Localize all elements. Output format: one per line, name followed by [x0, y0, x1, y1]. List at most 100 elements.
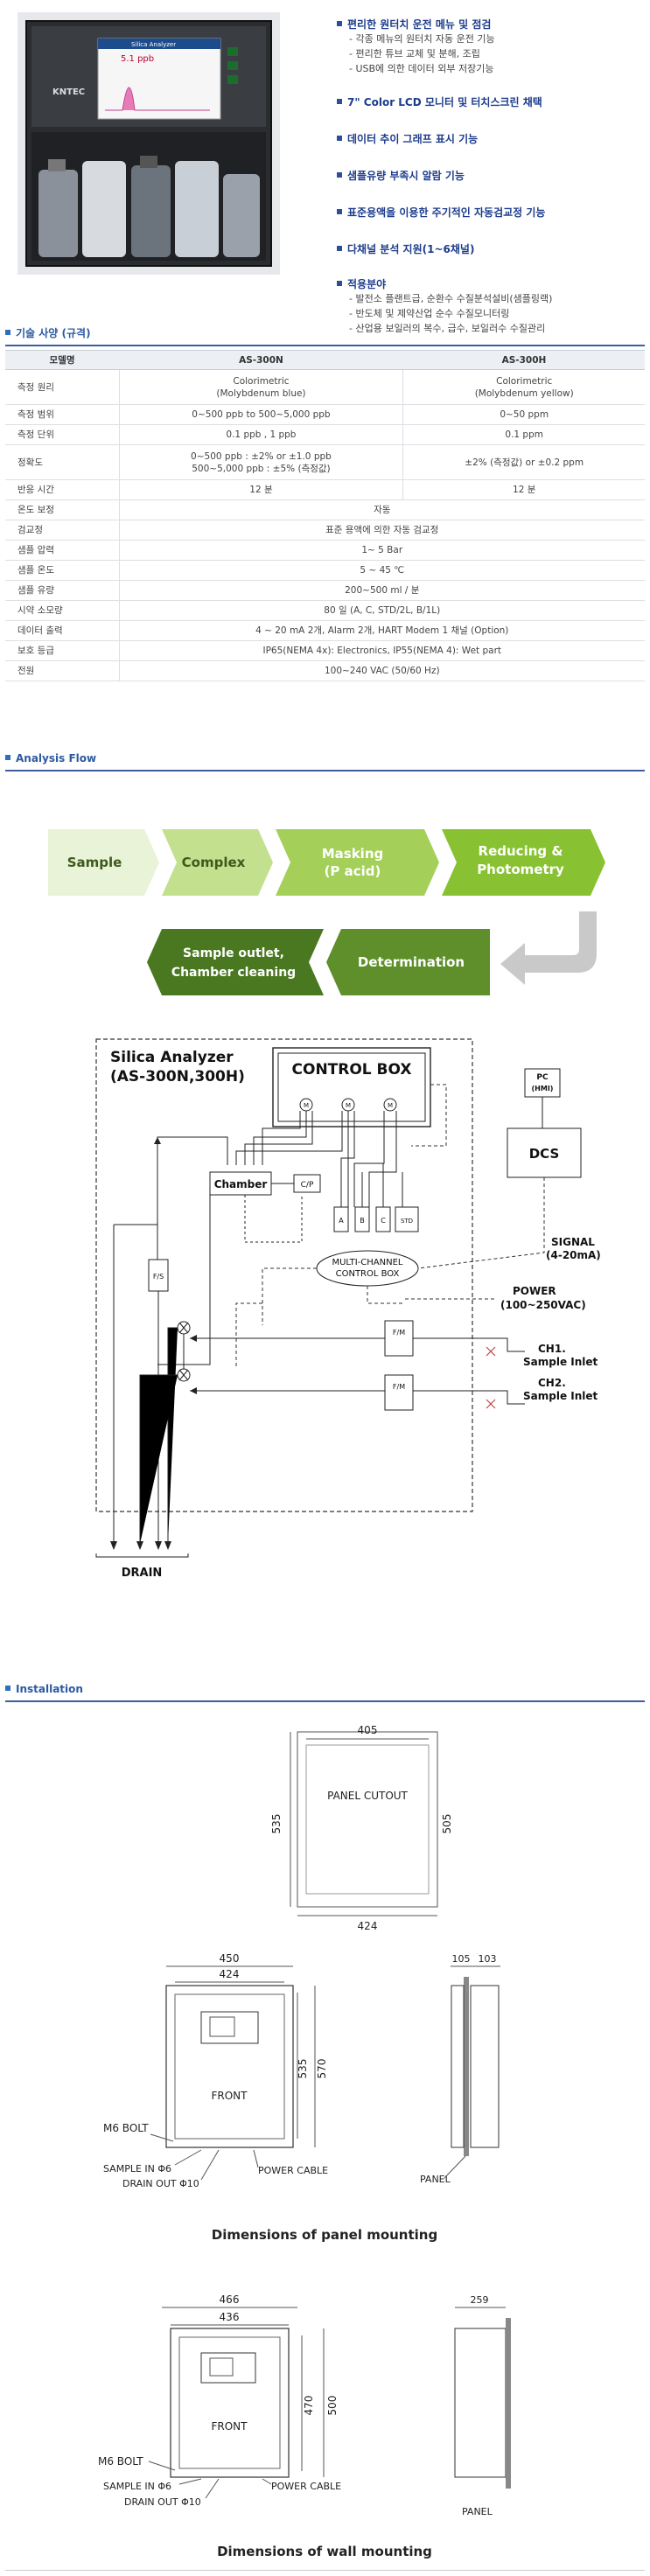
column-header: 모델명 [5, 350, 119, 370]
flow-step-reducing-sub: Photometry [477, 862, 564, 877]
spec-label-cell: 측정 단위 [5, 424, 119, 445]
spec-label-cell: 샘플 유량 [5, 580, 119, 601]
system-diagram-svg: Silica Analyzer (AS-300N,300H) CONTROL B… [95, 1038, 601, 1580]
flow-section-title: Analysis Flow [16, 752, 97, 764]
panel-side-width-1: 105 [452, 1953, 471, 1965]
panel-enclosure-side [470, 1985, 500, 2148]
spec-value-cell: 1~ 5 Bar [118, 540, 645, 561]
spec-label-cell: 샘플 온도 [5, 560, 119, 581]
install-section-header: Installation [5, 1679, 645, 1702]
multi-channel-sub: CONTROL BOX [336, 1269, 400, 1279]
feature-sub: - 산업용 보일러의 복수, 급수, 보일러수 수질관리 [349, 323, 546, 334]
spec-label-cell: 반응 시간 [5, 479, 119, 500]
spec-value-cell: 12 분 [118, 479, 403, 500]
spec-value-cell: ±2% (측정값) or ±0.2 ppm [402, 444, 645, 480]
column-header: AS-300H [402, 350, 645, 370]
spec-label-cell: 측정 원리 [5, 369, 119, 405]
chamber-label: Chamber [214, 1178, 268, 1190]
spec-label-cell: 정확도 [5, 444, 119, 480]
power-cable-label: POWER CABLE [258, 2165, 328, 2176]
reagent-std-bottle [395, 1206, 419, 1232]
panel-enclosure-front [165, 1985, 294, 2148]
spec-label-cell: 측정 범위 [5, 404, 119, 425]
arrow-left-icon [190, 1335, 197, 1342]
installation-drawings: PANEL CUTOUT 405 535 505 424 450 424 FRO… [0, 1706, 650, 2572]
motor-icon [383, 1098, 397, 1112]
power-sub: (100~250VAC) [500, 1299, 586, 1311]
bullet-square-icon [5, 330, 10, 335]
analysis-flow-svg: Sample Complex Masking (P acid) Reducing… [48, 829, 605, 995]
feature-sub: - USB에 의한 데이터 외부 저장기능 [349, 63, 494, 74]
flow-step-complex-label: Complex [182, 855, 246, 870]
feature-item: 다채널 분석 지원(1~6채널) [337, 242, 643, 256]
spec-value-cell: 4 ~ 20 mA 2개, Alarm 2개, HART Modem 1 채널 … [118, 620, 645, 641]
analyzer-model: (AS-300N,300H) [110, 1068, 245, 1086]
bullet-square-icon [337, 21, 342, 26]
panel-front-label: FRONT [212, 2090, 248, 2102]
spec-value-cell: 200~500 ml / 분 [118, 580, 645, 601]
reagent-label: A [339, 1217, 344, 1225]
flow-step-complex [162, 829, 273, 896]
flow-section-header: Analysis Flow [5, 749, 645, 771]
reagent-a-bottle [333, 1206, 349, 1232]
flow-step-sample [48, 829, 159, 896]
spec-value-cell: 0.1 ppb , 1 ppb [118, 424, 403, 445]
feature-item: 샘플유량 부족시 알람 기능 [337, 169, 643, 183]
spec-value-cell: 5 ~ 45 ℃ [118, 560, 645, 581]
spec-value-cell: IP65(NEMA 4x): Electronics, IP55(NEMA 4)… [118, 640, 645, 661]
flow-step-masking-sub: (P acid) [325, 863, 381, 879]
analysis-flow: Sample Complex Masking (P acid) Reducing… [0, 813, 650, 1023]
panel-side-width-2: 103 [479, 1953, 497, 1965]
spec-value-cell: Colorimetric (Molybdenum blue) [118, 369, 403, 405]
wall-m6-bolt-label: M6 BOLT [98, 2455, 143, 2468]
flow-step-masking-label: Masking [322, 846, 384, 862]
flow-step-determination-label: Determination [358, 954, 465, 970]
wall-enclosure-front [170, 2328, 290, 2478]
feature-item: 편리한 원터치 운전 메뉴 및 점검 - 각종 메뉴의 원터치 자동 운전 기능… [337, 17, 643, 76]
bullet-square-icon [5, 1686, 10, 1691]
flow-step-masking [276, 829, 439, 896]
wall-sample-in-label: SAMPLE IN Φ6 [103, 2481, 171, 2492]
pc-box [524, 1068, 561, 1098]
wall-panel-label: PANEL [462, 2506, 493, 2517]
spec-value-cell: 자동 [118, 499, 645, 520]
spec-value-cell: 0~50 ppm [402, 404, 645, 425]
analyzer-title: Silica Analyzer [110, 1049, 234, 1066]
wall-width-outer: 466 [220, 2293, 240, 2306]
panel-display-window [200, 2011, 259, 2044]
signal-label: SIGNAL [551, 1236, 595, 1248]
flow-step-outlet-sub: Chamber cleaning [171, 966, 296, 980]
spec-label-cell: 샘플 압력 [5, 540, 119, 561]
brand-label: KNTEC [52, 87, 85, 97]
feature-item: 데이터 추이 그래프 표시 기능 [337, 132, 643, 146]
wall-front-label: FRONT [212, 2420, 248, 2433]
spec-label-cell: 보호 등급 [5, 640, 119, 661]
wall-height-outer: 500 [326, 2396, 339, 2416]
chamber-box [209, 1171, 272, 1196]
feature-sub: - 편리한 튜브 교체 및 분해, 조립 [349, 48, 480, 59]
feature-title: 다채널 분석 지원(1~6채널) [347, 243, 475, 255]
arrow-down-icon [155, 1541, 162, 1550]
feature-sub: - 반도체 및 제약산업 순수 수질모니터링 [349, 308, 510, 319]
system-diagram: Silica Analyzer (AS-300N,300H) CONTROL B… [0, 1032, 650, 1601]
bottom-divider [5, 2570, 645, 2571]
feature-title: 적용분야 [347, 278, 387, 290]
feature-title: 표준용액을 이용한 주기적인 자동검교정 기능 [347, 206, 546, 219]
arrow-down-icon [136, 1541, 143, 1550]
feature-sub: - 각종 메뉴의 원터치 자동 운전 기능 [349, 33, 495, 45]
reagent-label: C [381, 1217, 386, 1225]
ch2-label: CH2. [538, 1377, 566, 1389]
fs-label: F/S [153, 1273, 164, 1281]
multi-channel-label: MULTI-CHANNEL [332, 1258, 402, 1267]
wall-enclosure-side [454, 2328, 507, 2478]
feature-sub: - 발전소 플랜트급, 순환수 수질분석설비(샘플링랙) [349, 293, 553, 304]
arrow-left-icon [190, 1387, 197, 1394]
fm-label: F/M [393, 1329, 405, 1337]
